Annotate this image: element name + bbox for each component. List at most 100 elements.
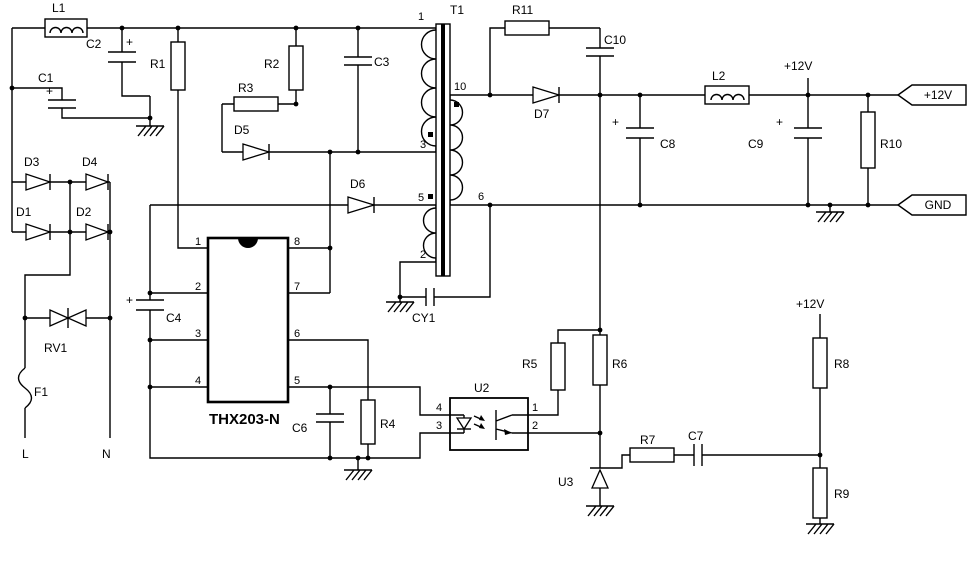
label-R1: R1 (150, 57, 166, 71)
phase-dot-secondary (454, 102, 459, 107)
ic-pin5-label: 5 (294, 375, 300, 387)
label-R6: R6 (612, 357, 628, 371)
ground-ic (343, 469, 373, 481)
resistor-R8: R8 (812, 337, 850, 389)
varistor-RV1: RV1 (44, 308, 87, 355)
capacitor-C1: C1 + (38, 71, 76, 109)
resistor-R11: R11 (504, 3, 550, 36)
capacitor-C4: + C4 (126, 293, 182, 325)
resistor-R1: R1 (150, 41, 186, 91)
capacitor-C6: C6 (292, 413, 344, 435)
label-U3: U3 (558, 475, 574, 489)
phase-dot-aux (428, 194, 433, 199)
v12-net-label-divider: +12V (796, 297, 824, 311)
ground-u3 (585, 505, 615, 517)
bridge-diode-D2: D2 (76, 205, 110, 241)
label-R10: R10 (880, 137, 902, 151)
label-D1: D1 (16, 205, 32, 219)
label-D6: D6 (350, 177, 366, 191)
label-R2: R2 (264, 57, 280, 71)
label-R11: R11 (512, 3, 533, 17)
label-D5: D5 (234, 123, 250, 137)
resistor-R4: R4 (360, 399, 396, 445)
plus-sign-C8: + (612, 115, 619, 129)
ic-part-number: THX203-N (209, 411, 280, 428)
label-C9: C9 (748, 137, 764, 151)
capacitor-CY1: CY1 (412, 288, 436, 325)
label-R4: R4 (380, 417, 396, 431)
label-U2: U2 (474, 381, 490, 395)
resistor-R7: R7 (629, 433, 675, 463)
phase-dot-primary (428, 132, 433, 137)
label-R8: R8 (834, 357, 850, 371)
label-C1: C1 (38, 71, 54, 85)
optocoupler-U2: U2 4 3 1 2 (436, 381, 538, 451)
output-tag-12v: +12V (896, 84, 967, 106)
plus-sign-C9: + (776, 115, 783, 129)
label-RV1: RV1 (44, 341, 67, 355)
t1-pin3-label: 3 (420, 139, 426, 151)
label-C7: C7 (688, 429, 704, 443)
label-C2: C2 (86, 37, 102, 51)
u2-pin3-label: 3 (436, 420, 442, 432)
label-R5: R5 (522, 357, 538, 371)
diode-D5: D5 (234, 123, 272, 161)
ac-neutral-label: N (102, 447, 111, 461)
v12-output-label: +12V (924, 88, 952, 102)
gnd-output-label: GND (925, 198, 952, 212)
label-D3: D3 (24, 155, 40, 169)
label-D7: D7 (534, 107, 550, 121)
label-L1: L1 (52, 1, 66, 15)
capacitor-C9: + C9 (748, 115, 822, 151)
label-D4: D4 (82, 155, 98, 169)
t1-pin5-label: 5 (418, 192, 424, 204)
label-C6: C6 (292, 421, 308, 435)
shunt-regulator-U3: U3 (558, 467, 610, 489)
label-CY1: CY1 (412, 311, 436, 325)
label-C8: C8 (660, 137, 676, 151)
filter-inductor-L2: L2 (704, 69, 750, 105)
ic-pin8-label: 8 (294, 236, 300, 248)
diode-D6: D6 (347, 177, 377, 214)
label-R7: R7 (640, 433, 656, 447)
capacitor-C8: + C8 (612, 115, 676, 151)
capacitor-C2: C2 + (86, 35, 136, 63)
ic-pin3-label: 3 (195, 328, 201, 340)
label-F1: F1 (34, 385, 48, 399)
resistor-R2: R2 (264, 45, 304, 91)
ac-line-label: L (22, 447, 29, 461)
resistor-R6: R6 (592, 334, 628, 386)
transformer-T1: T1 1 3 5 2 10 6 (418, 3, 484, 277)
emi-inductor-L1: L1 (44, 1, 88, 38)
fuse-F1: F1 (17, 367, 48, 409)
t1-pin10-label: 10 (454, 81, 466, 93)
label-R3: R3 (238, 81, 254, 95)
ic-pin2-label: 2 (195, 281, 201, 293)
ground-primary-filter (135, 125, 165, 137)
t1-pin1-label: 1 (418, 11, 424, 23)
bridge-diode-D1: D1 (16, 205, 53, 241)
plus-sign-C2: + (126, 35, 133, 49)
ic-THX203N: 1 2 3 4 8 7 6 5 THX203-N (195, 236, 300, 428)
v12-net-label-top: +12V (784, 59, 812, 73)
output-tag-gnd: GND (896, 194, 967, 216)
ground-primary-winding (385, 301, 415, 313)
u2-pin4-label: 4 (436, 402, 442, 414)
ic-pin1-label: 1 (195, 236, 201, 248)
plus-sign-C4: + (126, 293, 133, 307)
label-C4: C4 (166, 311, 182, 325)
junction-dots (9, 25, 871, 461)
label-D2: D2 (76, 205, 92, 219)
t1-pin2-label: 2 (420, 249, 426, 261)
label-R9: R9 (834, 487, 850, 501)
diode-D7: D7 (532, 86, 562, 121)
label-C3: C3 (374, 55, 390, 69)
ic-pin6-label: 6 (294, 328, 300, 340)
bridge-diode-D4: D4 (82, 155, 110, 191)
t1-pin6-label: 6 (478, 191, 484, 203)
ground-secondary (815, 211, 845, 223)
u2-pin1-label: 1 (532, 402, 538, 414)
resistor-R10: R10 (860, 111, 902, 169)
ground-divider (805, 523, 835, 535)
